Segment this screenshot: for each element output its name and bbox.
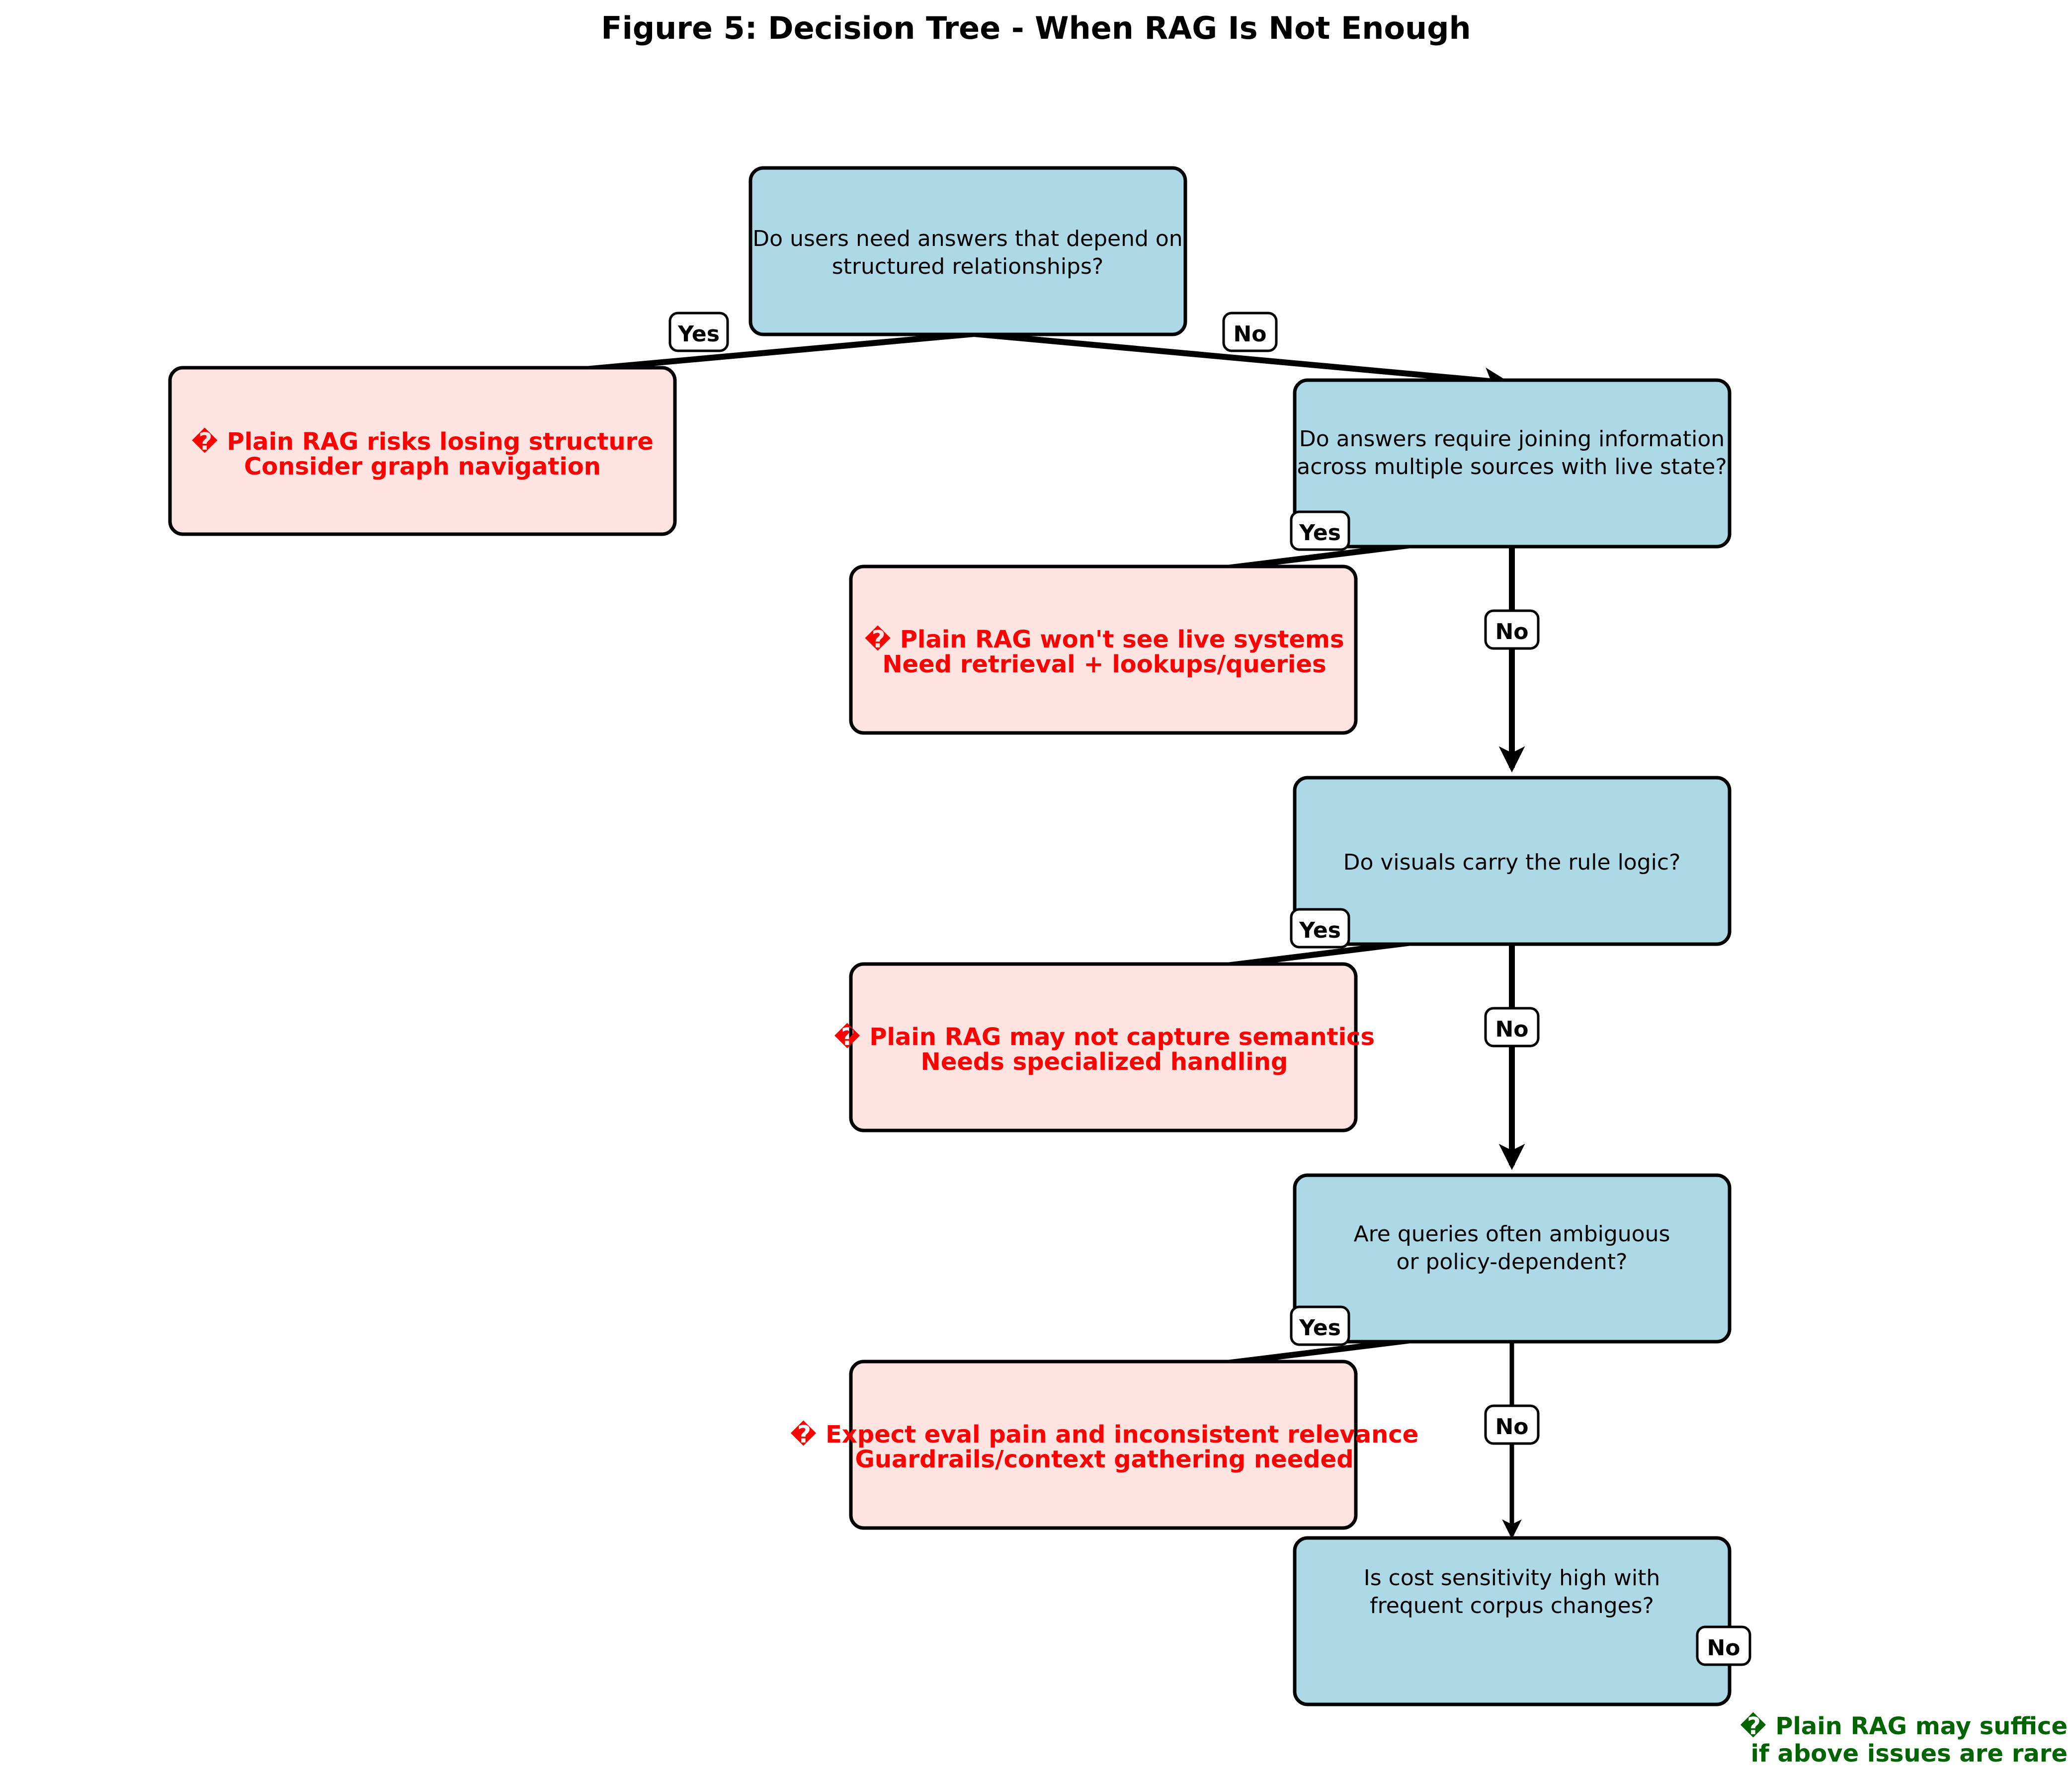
decision-node-line1: Do users need answers that depend on bbox=[752, 226, 1182, 251]
final-outcome-line2: if above issues are rare bbox=[1750, 1740, 2068, 1768]
edge-label-box bbox=[1696, 1625, 1751, 1666]
decision-node-line2: structured relationships? bbox=[832, 254, 1104, 279]
edge-label-box bbox=[668, 312, 729, 352]
warning-node-line1-group: � Plain RAG risks losing structure bbox=[191, 427, 654, 456]
warning-node-losing-structure[interactable]: � Plain RAG risks losing structure Consid… bbox=[168, 366, 677, 536]
edge-root-no bbox=[974, 331, 1511, 394]
final-outcome-plain-rag-suffices: � Plain RAG may suffice if above issues a… bbox=[1740, 1712, 2068, 1768]
decision-node-line2: across multiple sources with live state? bbox=[1297, 454, 1727, 480]
decision-node-box bbox=[1293, 378, 1732, 549]
edge-label-text: No bbox=[1707, 1635, 1740, 1661]
decision-node-line1: Is cost sensitivity high with bbox=[1364, 1565, 1660, 1591]
warning-node-line1-group: � Expect eval pain and inconsistent relev… bbox=[790, 1420, 1419, 1449]
final-outcome-line1-group: � Plain RAG may suffice bbox=[1740, 1712, 2068, 1740]
decision-node-line2: frequent corpus changes? bbox=[1370, 1593, 1654, 1618]
warning-node-line2: Guardrails/context gathering needed bbox=[855, 1446, 1353, 1473]
edge-label-text: No bbox=[1495, 619, 1528, 645]
warning-node-eval-pain[interactable]: � Expect eval pain and inconsistent relev… bbox=[790, 1360, 1419, 1530]
edge-label-root-no: No bbox=[1222, 312, 1278, 352]
decision-node-visuals-rule-logic[interactable]: Do visuals carry the rule logic? bbox=[1293, 776, 1732, 946]
warning-node-semantics[interactable]: � Plain RAG may not capture semantics Nee… bbox=[834, 962, 1375, 1132]
warning-node-box bbox=[168, 366, 677, 536]
edge-label-root-yes: Yes bbox=[668, 312, 729, 352]
edge-label-text: Yes bbox=[1299, 918, 1341, 943]
warning-node-line1-group: � Plain RAG won't see live systems bbox=[864, 625, 1344, 653]
edge-label-d4-yes: Yes bbox=[1290, 1305, 1350, 1346]
decision-node-cost-sensitivity[interactable]: Is cost sensitivity high with frequent c… bbox=[1293, 1536, 1732, 1706]
edge-label-text: Yes bbox=[1299, 1315, 1341, 1341]
edge-label-d2-no: No bbox=[1484, 609, 1540, 650]
warning-node-box bbox=[849, 564, 1358, 735]
decision-node-box bbox=[1293, 1536, 1732, 1706]
edge-label-box bbox=[1484, 609, 1540, 650]
decision-node-line1: Do visuals carry the rule logic? bbox=[1343, 850, 1681, 875]
decision-node-structured-relationships[interactable]: Do users need answers that depend on str… bbox=[748, 166, 1187, 336]
warning-icon: � bbox=[834, 1023, 860, 1051]
page-title: Figure 5: Decision Tree - When RAG Is No… bbox=[601, 10, 1471, 46]
edge-label-box bbox=[1484, 1007, 1540, 1048]
warning-icon: � bbox=[864, 625, 891, 653]
warning-node-line1: Plain RAG risks losing structure bbox=[227, 428, 654, 456]
decision-node-box bbox=[748, 166, 1187, 336]
edge-label-text: No bbox=[1233, 322, 1266, 347]
edge-label-d5-no: No bbox=[1696, 1625, 1751, 1666]
decision-node-line2: or policy-dependent? bbox=[1396, 1249, 1627, 1275]
warning-node-line2: Need retrieval + lookups/queries bbox=[882, 650, 1326, 678]
warning-node-box bbox=[849, 1360, 1358, 1530]
warning-node-line1: Plain RAG may not capture semantics bbox=[869, 1023, 1375, 1051]
warning-icon: � bbox=[790, 1420, 817, 1449]
edge-label-d2-yes: Yes bbox=[1290, 510, 1350, 551]
warning-node-line2: Consider graph navigation bbox=[244, 453, 601, 481]
edge-label-d3-yes: Yes bbox=[1290, 908, 1350, 949]
warning-node-box bbox=[849, 962, 1358, 1132]
warning-node-line1: Plain RAG won't see live systems bbox=[900, 626, 1344, 653]
edge-label-text: Yes bbox=[1299, 520, 1341, 546]
edge-label-d3-no: No bbox=[1484, 1007, 1540, 1048]
warning-node-line2: Needs specialized handling bbox=[921, 1048, 1288, 1076]
decision-node-join-live-state[interactable]: Do answers require joining information a… bbox=[1293, 378, 1732, 549]
warning-node-line1-group: � Plain RAG may not capture semantics bbox=[834, 1023, 1375, 1051]
edge-label-d4-no: No bbox=[1484, 1404, 1540, 1445]
warning-node-live-systems[interactable]: � Plain RAG won't see live systems Need r… bbox=[849, 564, 1358, 735]
decision-node-ambiguous-queries[interactable]: Are queries often ambiguous or policy-de… bbox=[1293, 1173, 1732, 1344]
decision-node-line1: Do answers require joining information bbox=[1299, 426, 1725, 452]
decision-node-line1: Are queries often ambiguous bbox=[1354, 1221, 1670, 1247]
edge-label-box bbox=[1222, 312, 1278, 352]
edge-label-box bbox=[1290, 1305, 1350, 1346]
edge-label-box bbox=[1484, 1404, 1540, 1445]
decision-node-box bbox=[1293, 1173, 1732, 1344]
edge-label-text: Yes bbox=[677, 322, 720, 347]
edge-label-text: No bbox=[1495, 1414, 1528, 1440]
edge-label-box bbox=[1290, 908, 1350, 949]
warning-node-line1: Expect eval pain and inconsistent releva… bbox=[826, 1421, 1418, 1449]
warning-icon: � bbox=[191, 427, 218, 456]
success-icon: � bbox=[1740, 1712, 1766, 1740]
final-outcome-line1: Plain RAG may suffice bbox=[1775, 1712, 2068, 1740]
edge-label-text: No bbox=[1495, 1017, 1528, 1042]
decision-node-box bbox=[1293, 776, 1732, 946]
edge-label-box bbox=[1290, 510, 1350, 551]
